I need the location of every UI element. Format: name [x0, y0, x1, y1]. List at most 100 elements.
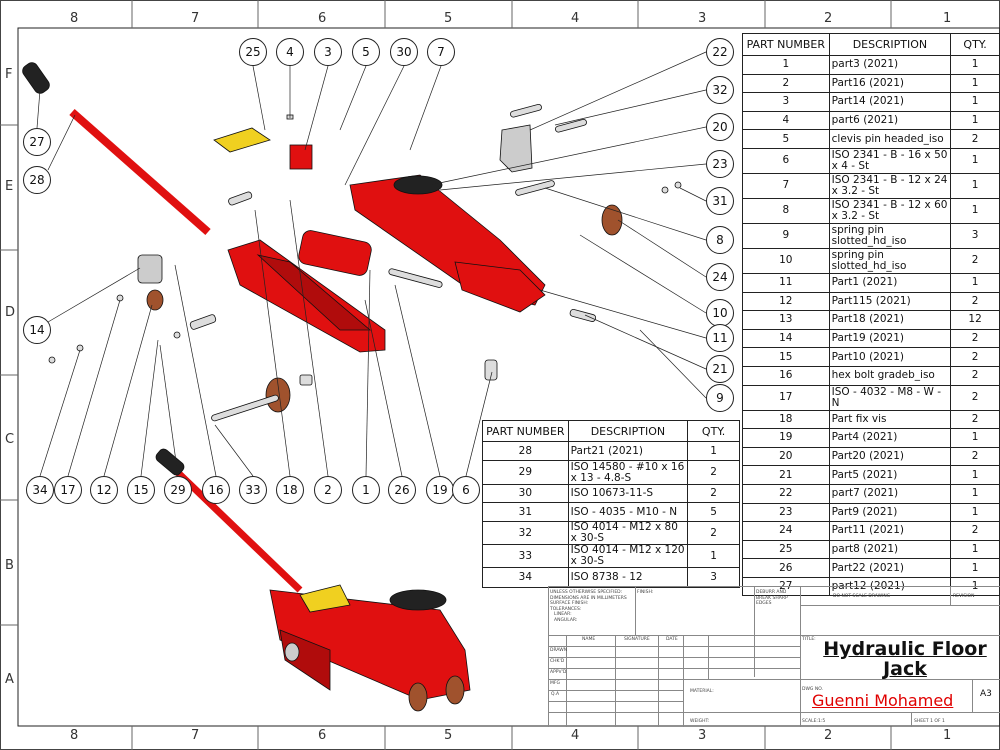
- zone-column-label: 7: [191, 11, 200, 26]
- bom-qty: 1: [950, 110, 1000, 131]
- col-date: DATE: [666, 637, 678, 642]
- dwg-no-label: DWG NO.: [802, 687, 823, 692]
- part-balloon: 31: [706, 187, 734, 215]
- part-balloon: 25: [239, 38, 267, 66]
- sheet-size: A3: [980, 689, 992, 699]
- bom-part-number: 22: [742, 483, 830, 504]
- zone-column-label: 4: [571, 728, 580, 743]
- bom-qty: 1: [950, 428, 1000, 448]
- bom-qty: 1: [950, 483, 1000, 504]
- part-balloon: 20: [706, 113, 734, 141]
- bom-qty: 2: [950, 291, 1000, 312]
- zone-row-label: E: [5, 179, 14, 194]
- bom-part-number: 9: [742, 222, 830, 249]
- col-signature: SIGNATURE: [624, 637, 650, 642]
- zone-row-label: D: [5, 305, 16, 320]
- do-not-scale-note: DO NOT SCALE DRAWING: [833, 594, 891, 599]
- part-balloon: 22: [706, 38, 734, 66]
- part-balloon: 17: [54, 476, 82, 504]
- bom-description: ISO 2341 - B - 12 x 24 x 3.2 - St: [828, 172, 952, 199]
- bom-qty: 2: [950, 347, 1000, 367]
- bom-part-number: 16: [742, 365, 830, 386]
- part-balloon: 2: [314, 476, 342, 504]
- bom-qty: 2: [950, 129, 1000, 149]
- bom-part-number: 13: [742, 310, 830, 330]
- bom-part-number: 15: [742, 347, 830, 367]
- bom-description: Part1 (2021): [828, 272, 952, 293]
- bom-qty: 2: [687, 484, 740, 503]
- bom-description: ISO 10673-11-S: [567, 484, 689, 503]
- bom-qty: 1: [950, 92, 1000, 112]
- bom-description: spring pin slotted_hd_iso: [828, 247, 952, 274]
- bom-qty: 2: [950, 328, 1000, 349]
- zone-column-label: 6: [318, 728, 327, 743]
- bom-part-number: 21: [742, 465, 830, 485]
- bom-description: ISO 8738 - 12: [567, 567, 689, 588]
- bom-part-number: 31: [482, 502, 569, 522]
- bom-qty: 1: [950, 172, 1000, 199]
- bom-qty: 1: [950, 73, 1000, 94]
- bom-part-number: 30: [482, 484, 569, 503]
- bom-part-number: 8: [742, 197, 830, 224]
- bom-qty: 2: [687, 460, 740, 485]
- bom-qty: 1: [950, 272, 1000, 293]
- bom-part-number: 1: [742, 55, 830, 75]
- sheet-label: SHEET 1 OF 1: [914, 719, 945, 724]
- weight-label: WEIGHT:: [690, 719, 710, 724]
- bom-part-number: 3: [742, 92, 830, 112]
- part-balloon: 7: [427, 38, 455, 66]
- part-balloon: 1: [352, 476, 380, 504]
- bom-qty: 1: [687, 544, 740, 568]
- bom-header: QTY.: [687, 420, 740, 442]
- bom-qty: 12: [950, 310, 1000, 330]
- part-balloon: 24: [706, 263, 734, 291]
- bom-qty: 2: [950, 365, 1000, 386]
- bom-description: spring pin slotted_hd_iso: [828, 222, 952, 249]
- bom-part-number: 19: [742, 428, 830, 448]
- bom-qty: 1: [950, 539, 1000, 560]
- bom-description: ISO 4014 - M12 x 80 x 30-S: [567, 521, 689, 545]
- zone-row-label: A: [5, 672, 14, 687]
- bom-qty: 2: [950, 521, 1000, 541]
- part-balloon: 27: [23, 128, 51, 156]
- title-label: TITLE:: [802, 637, 816, 642]
- bom-part-number: 17: [742, 384, 830, 411]
- bom-description: Part14 (2021): [828, 92, 952, 112]
- bom-part-number: 10: [742, 247, 830, 274]
- bom-part-number: 32: [482, 521, 569, 545]
- bom-description: Part5 (2021): [828, 465, 952, 485]
- deburr-note: DEBURR AND BREAK SHARP EDGES: [756, 590, 788, 606]
- bom-description: part7 (2021): [828, 483, 952, 504]
- bom-qty: 2: [950, 384, 1000, 411]
- zone-column-label: 8: [70, 11, 79, 26]
- part-balloon: 6: [452, 476, 480, 504]
- bom-description: Part11 (2021): [828, 521, 952, 541]
- bom-part-number: 33: [482, 544, 569, 568]
- bom-description: ISO 2341 - B - 16 x 50 x 4 - St: [828, 147, 952, 174]
- part-balloon: 3: [314, 38, 342, 66]
- part-balloon: 4: [276, 38, 304, 66]
- bom-part-number: 2: [742, 73, 830, 94]
- bom-qty: 2: [950, 446, 1000, 467]
- bom-part-number: 34: [482, 567, 569, 588]
- part-balloon: 28: [23, 166, 51, 194]
- bom-description: part8 (2021): [828, 539, 952, 560]
